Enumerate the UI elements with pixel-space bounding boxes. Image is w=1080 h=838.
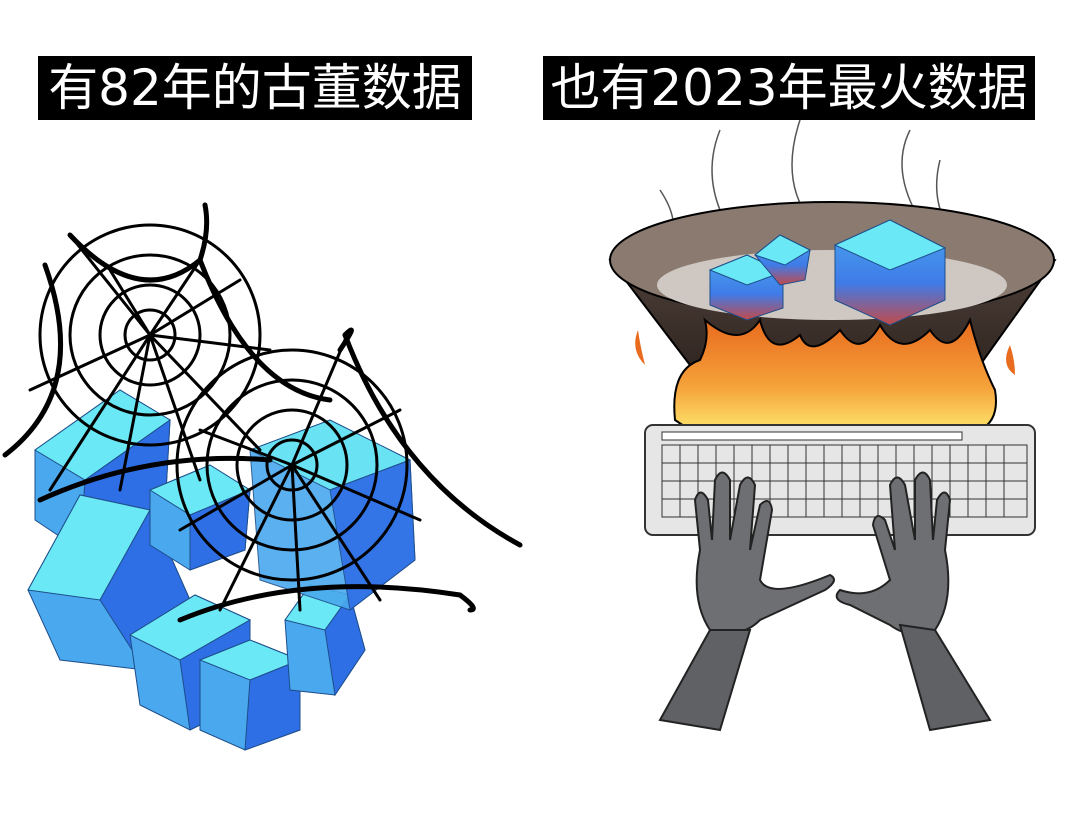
left-illustration-antique-data [2,202,523,751]
left-caption: 有82年的古董数据 [38,56,472,120]
fire-flames [635,317,1015,431]
data-cubes-pile [27,389,416,751]
spider-web-left [2,202,333,503]
spider-web-right [175,327,523,623]
robot-hands [658,471,992,732]
boiling-cubes [708,219,947,326]
right-caption: 也有2023年最火数据 [543,56,1035,120]
right-illustration-hot-data [608,120,1057,732]
